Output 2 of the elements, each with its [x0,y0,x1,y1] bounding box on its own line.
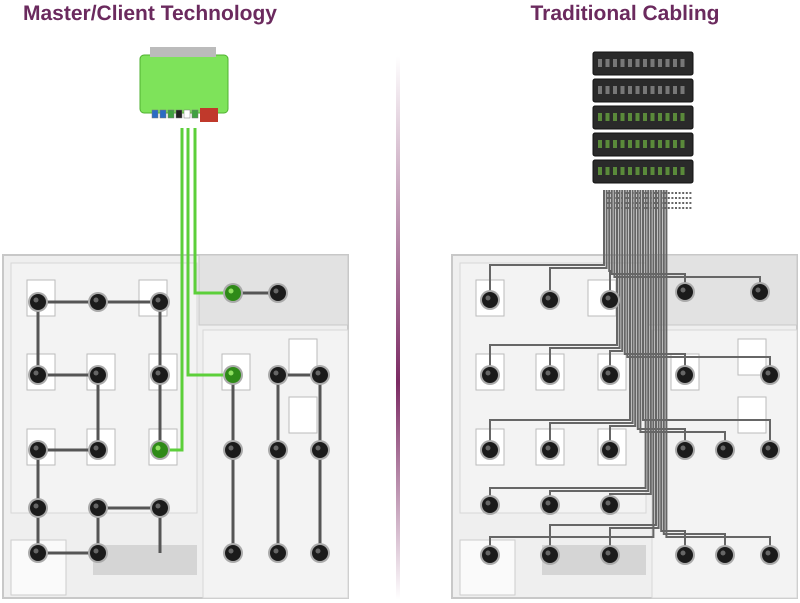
panel-title: Traditional Cabling [530,2,720,26]
panel-title: Master/Client Technology [23,2,277,26]
